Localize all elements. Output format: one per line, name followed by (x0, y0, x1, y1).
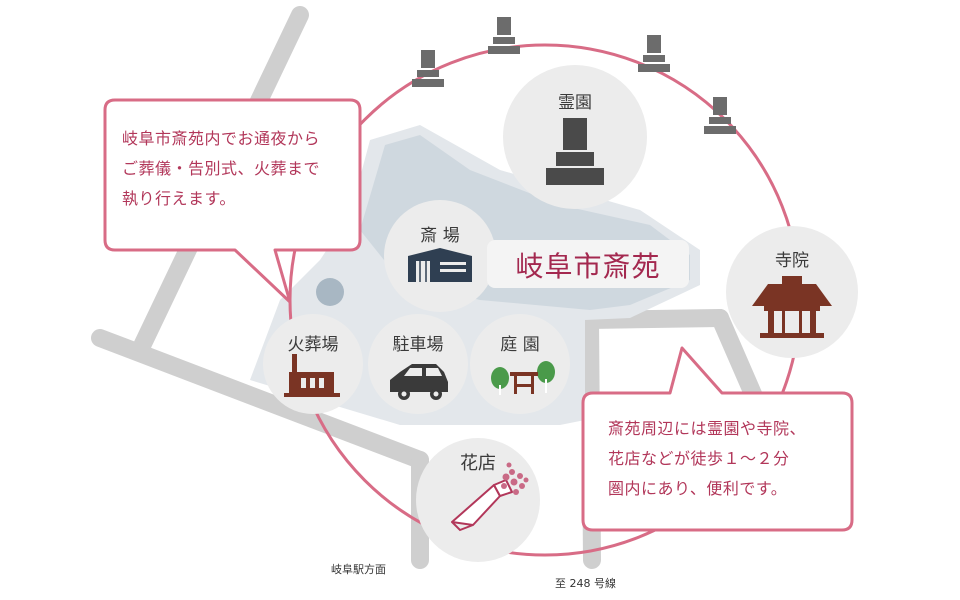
grave-icon (638, 35, 670, 72)
flower-bouquet-icon (451, 462, 529, 532)
funeral-hall-label: 斎 場 (420, 226, 460, 246)
callout-left-line: ご葬儀・告別式、火葬まで (122, 159, 321, 178)
callout-right-line: 斎苑周辺には霊園や寺院、 (608, 419, 807, 438)
cemetery-grave-icon (546, 118, 604, 185)
flower-shop-label: 花店 (460, 453, 496, 474)
funeral-hall-icon (408, 248, 472, 282)
garden-label: 庭 園 (500, 335, 540, 355)
road-diagonal-west (91, 329, 429, 469)
parking-label: 駐車場 (392, 335, 444, 355)
road-label-station: 岐阜駅方面 (331, 563, 386, 576)
grave-icon (412, 50, 444, 87)
crematorium-icon (284, 354, 340, 397)
temple-label: 寺院 (775, 251, 809, 271)
callout-right-box (581, 346, 854, 532)
callout-left-line: 岐阜市斎苑内でお通夜から (122, 129, 321, 148)
title-pill (487, 240, 689, 288)
callout-left-text: 岐阜市斎苑内でお通夜から ご葬儀・告別式、火葬まで 執り行えます。 (122, 124, 320, 214)
callout-right-line: 圏内にあり、便利です。 (608, 479, 788, 498)
callout-left-box (103, 98, 362, 304)
road-label-route: 至 248 号線 (555, 577, 616, 590)
garden-icon (491, 361, 555, 395)
facility-title: 岐阜市斎苑 (515, 250, 661, 283)
car-icon (390, 364, 448, 400)
grave-icon (488, 17, 520, 54)
callout-right-line: 花店などが徒歩１～２分 (608, 449, 790, 468)
cemetery-label: 霊園 (558, 93, 592, 113)
callout-right-text: 斎苑周辺には霊園や寺院、 花店などが徒歩１～２分 圏内にあり、便利です。 (608, 414, 806, 504)
callout-left-line: 執り行えます。 (122, 189, 236, 208)
road-east-connector (581, 309, 729, 329)
crematorium-label: 火葬場 (287, 335, 339, 355)
crematorium-circle (263, 314, 363, 414)
temple-icon (752, 276, 832, 338)
pond-icon (316, 278, 344, 306)
grave-icons (412, 17, 736, 134)
garden-circle (470, 314, 570, 414)
grave-icon (704, 97, 736, 134)
